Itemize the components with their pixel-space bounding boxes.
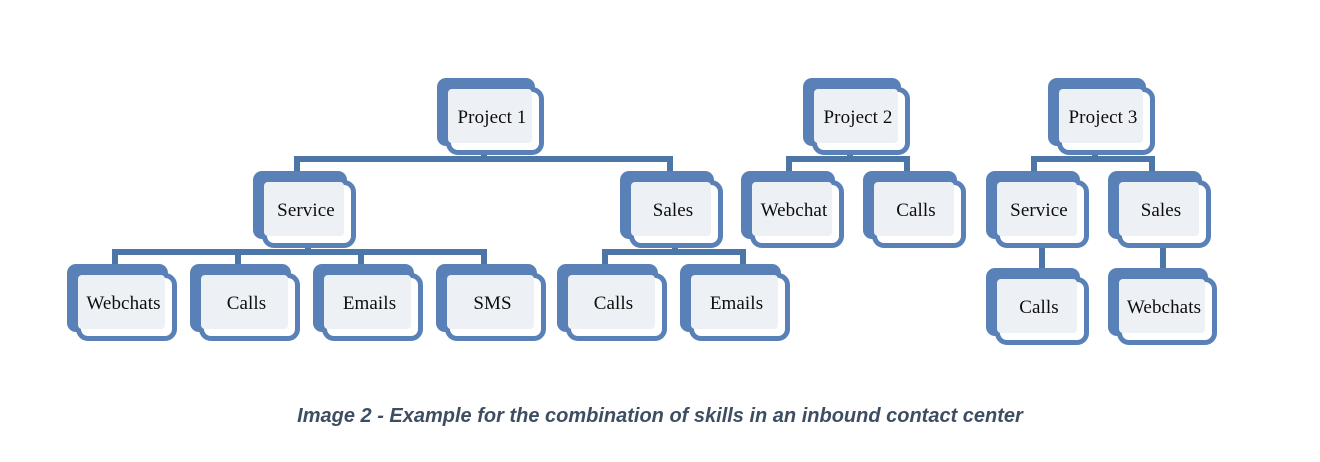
connector-p3-sales-to-webchats <box>1160 241 1166 277</box>
node-inner-fill <box>264 182 344 236</box>
node-project-3[interactable]: Project 3 <box>1048 78 1155 155</box>
connector-service-bus <box>112 249 487 255</box>
connector-p3-service-to-calls <box>1039 241 1045 277</box>
node-inner-fill <box>1119 182 1199 236</box>
connector-p1-bus <box>294 156 673 162</box>
node-label: Webchats <box>86 292 161 314</box>
node-p3-sales-webchats[interactable]: Webchats <box>1108 268 1217 345</box>
connector-p1-drop-service <box>294 156 300 180</box>
node-inner-fill <box>201 275 288 329</box>
connector-p2-stem <box>847 148 853 162</box>
node-label: Emails <box>342 292 397 314</box>
node-label: SMS <box>473 292 512 314</box>
node-inner-fill <box>752 182 832 236</box>
connector-sales-bus <box>602 249 746 255</box>
node-p1-service-sms[interactable]: SMS <box>436 264 546 341</box>
node-label: Webchats <box>1126 296 1202 318</box>
connector-p2-bus <box>786 156 910 162</box>
connector-service-stem <box>305 241 311 255</box>
node-label: Webchat <box>760 199 828 221</box>
node-inner-fill <box>447 275 534 329</box>
connector-sales-drop-emails <box>740 249 746 273</box>
node-p1-sales-emails[interactable]: Emails <box>680 264 790 341</box>
node-inner-fill <box>1059 89 1143 143</box>
connector-p3-stem <box>1092 148 1098 162</box>
connector-p2-drop-calls <box>904 156 910 180</box>
node-inner-fill <box>814 89 898 143</box>
connector-p2-drop-webchat <box>786 156 792 180</box>
node-label: Project 2 <box>823 106 893 128</box>
node-inner-fill <box>324 275 411 329</box>
node-inner-fill <box>568 275 655 329</box>
connector-sales-drop-calls <box>602 249 608 273</box>
connector-p1-stem <box>481 148 487 162</box>
figure-caption: Image 2 - Example for the combination of… <box>297 405 1023 427</box>
node-project-1[interactable]: Project 1 <box>437 78 544 155</box>
connector-p3-drop-service <box>1031 156 1037 180</box>
node-label: Sales <box>652 199 694 221</box>
node-inner-fill <box>691 275 778 329</box>
node-label: Sales <box>1140 199 1182 221</box>
node-p3-service-calls[interactable]: Calls <box>986 268 1089 345</box>
node-p2-calls[interactable]: Calls <box>863 171 966 248</box>
node-label: Project 1 <box>457 106 527 128</box>
node-p1-service[interactable]: Service <box>253 171 356 248</box>
node-label: Calls <box>1019 296 1059 318</box>
node-label: Calls <box>593 292 634 314</box>
connector-service-drop-webchats <box>112 249 118 273</box>
connector-service-drop-emails <box>358 249 364 273</box>
connector-p1-drop-sales <box>667 156 673 180</box>
node-p3-service[interactable]: Service <box>986 171 1089 248</box>
node-label: Service <box>1010 199 1068 221</box>
node-inner-fill <box>1119 279 1205 333</box>
node-inner-fill <box>874 182 954 236</box>
node-project-2[interactable]: Project 2 <box>803 78 910 155</box>
node-label: Service <box>277 199 335 221</box>
node-inner-fill <box>997 182 1077 236</box>
node-p1-service-webchats[interactable]: Webchats <box>67 264 177 341</box>
connector-sales-stem <box>672 241 678 255</box>
node-label: Project 3 <box>1068 106 1138 128</box>
node-inner-fill <box>997 279 1077 333</box>
node-p1-service-emails[interactable]: Emails <box>313 264 423 341</box>
node-inner-fill <box>448 89 532 143</box>
node-p1-sales[interactable]: Sales <box>620 171 723 248</box>
connector-service-drop-sms <box>481 249 487 273</box>
node-p1-sales-calls[interactable]: Calls <box>557 264 667 341</box>
node-inner-fill <box>78 275 165 329</box>
connector-p3-drop-sales <box>1149 156 1155 180</box>
node-label: Emails <box>709 292 764 314</box>
node-p2-webchat[interactable]: Webchat <box>741 171 844 248</box>
node-label: Calls <box>226 292 267 314</box>
node-label: Calls <box>896 199 936 221</box>
node-inner-fill <box>631 182 711 236</box>
node-p3-sales[interactable]: Sales <box>1108 171 1211 248</box>
node-p1-service-calls[interactable]: Calls <box>190 264 300 341</box>
connector-service-drop-calls <box>235 249 241 273</box>
connector-p3-bus <box>1031 156 1155 162</box>
